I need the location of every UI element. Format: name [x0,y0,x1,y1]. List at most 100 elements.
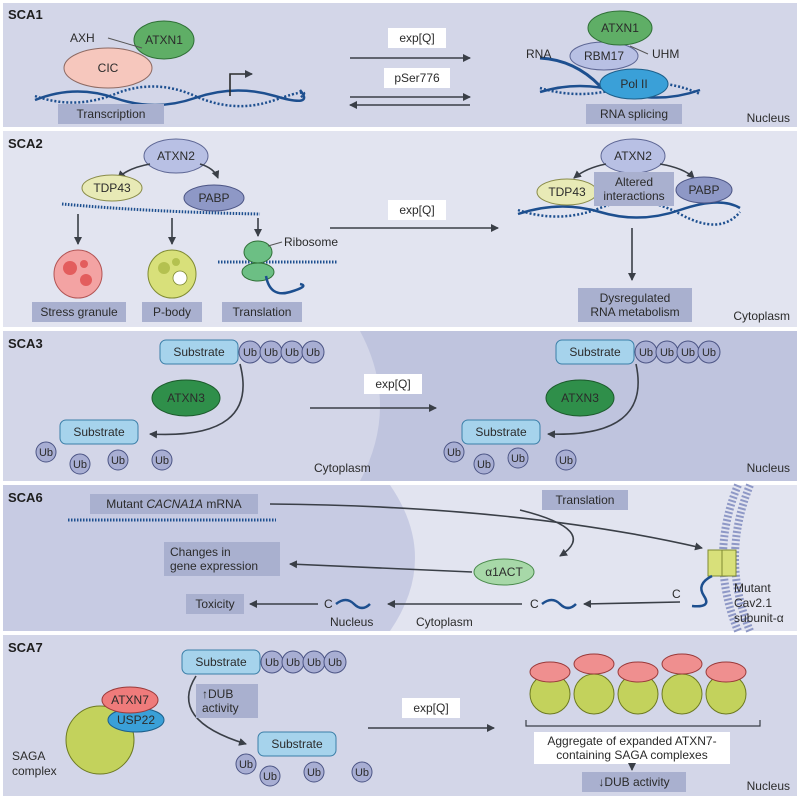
mutant-cav21-line1: Mutant [734,581,771,595]
cic-protein [63,47,153,89]
cell-membrane [719,483,754,633]
membrane-bilayer-outer [719,483,742,633]
region-label-nucleus-sca6: Nucleus [330,615,373,629]
a1act-label: α1ACT [485,565,523,579]
ub-label: Ub [639,347,653,359]
ub-circle [303,761,325,783]
exp-q-label-sca3: exp[Q] [375,377,410,391]
substrate-label-sca7-bottom: Substrate [271,737,323,751]
panel-title-sca1: SCA1 [8,7,43,22]
tdp43-protein-left [81,174,143,202]
aggregate-line2: containing SAGA complexes [556,748,707,762]
pabp-protein-right [675,176,733,204]
substrate-label-sca7-top: Substrate [195,655,247,669]
ub-label: Ub [477,459,491,471]
stress-granule-label: Stress granule [40,305,118,319]
translation-label-sca2: Translation [233,305,292,319]
substrate-box-right-top [555,339,635,365]
atxn7-unit [705,661,747,683]
exp-q-box-sca7 [402,698,460,718]
mutant-mrna-label: Mutant CACNA1A mRNA [106,497,241,511]
axh-label: AXH [70,31,95,45]
ub-label: Ub [243,347,257,359]
ub-chain-left: Ub Ub Ub Ub [238,340,325,364]
dysregulated-box [578,288,692,322]
pol2-label: Pol II [620,77,647,91]
c-terminus-label-nucleus: C [324,597,333,611]
ub-label: Ub [355,767,369,779]
substrate-label-right-top: Substrate [569,345,621,359]
ub-circle [107,449,129,471]
tdp43-label-right: TDP43 [548,185,586,199]
c-fragment-cytoplasm [541,598,577,610]
stress-granule-dot [63,261,77,275]
ub-circle [507,447,529,469]
dub-up-box [196,684,258,718]
pol2-protein [599,68,669,100]
a1act-protein [473,558,535,586]
ub-label: Ub [328,657,342,669]
ub-label: Ub [681,347,695,359]
substrate-label-right-bottom: Substrate [475,425,527,439]
sca7-deub-arrow [187,675,247,746]
rna-label-sca1: RNA [526,47,551,61]
atxn1-label-right: ATXN1 [601,21,639,35]
transcription-box [58,104,164,124]
substrate-box-left-bottom [59,419,139,445]
rna-splicing-label: RNA splicing [600,107,668,121]
panel-title-sca7: SCA7 [8,640,43,655]
toxicity-box [186,594,244,614]
saga-unit [661,673,703,715]
exp-q-label-sca1: exp[Q] [399,31,434,45]
exp-q-label-sca7: exp[Q] [413,701,448,715]
transcription-start-arrow [229,70,253,96]
atxn2-to-pabp-arrow-right [659,163,695,179]
atxn2-label-left: ATXN2 [157,149,195,163]
sca3-deub-arrow-right [547,363,639,439]
atxn2-to-tdp43-arrow-right [573,163,607,179]
membrane-bilayer-inner [731,483,754,633]
mrna-strand-sca2 [61,202,261,216]
substrate-box-sca7-top [181,649,261,675]
exp-q-box-sca3 [364,374,422,394]
panel-sca7: SCA7 USP22 ATXN7 SAGA complex Substrate … [3,635,797,796]
toxicity-label: Toxicity [195,597,234,611]
panel-title-sca2: SCA2 [8,136,43,151]
p-body-dot [172,270,188,286]
atxn3-protein-right [545,379,615,417]
panel-sca6: SCA6 Mutant Cav2.1 subunit-α Mutant CACN… [3,483,797,633]
ub-chain-right: Ub Ub Ub Ub [634,340,721,364]
mutant-mrna-box [90,494,258,514]
ub-circle [555,449,577,471]
transcription-label: Transcription [77,107,146,121]
ub-label: Ub [111,455,125,467]
atxn7-unit [661,653,703,675]
exp-q-label-sca2: exp[Q] [399,203,434,217]
dub-up-line1: ↑DUB [202,687,233,701]
ub-label: Ub [263,771,277,783]
translation-box-sca6 [542,490,628,510]
cic-label: CIC [98,61,119,75]
uhm-label: UHM [652,47,679,61]
translation-label-sca6: Translation [556,493,615,507]
ribosome-label: Ribosome [284,235,338,249]
rna-splicing-box [586,104,682,124]
atxn7-unit [617,661,659,683]
atxn2-protein-left [143,138,209,174]
atxn3-protein-left [151,379,221,417]
atxn7-unit [529,661,571,683]
gene-expression-line2: gene expression [170,559,258,573]
exp-q-box-sca1 [388,28,446,48]
free-ub-left: Ub Ub Ub Ub [35,441,173,475]
ub-label: Ub [307,767,321,779]
atxn2-label-right: ATXN2 [614,149,652,163]
ub-circle [259,765,281,787]
a1act-to-gene-expression-arrow [289,560,473,573]
aggregate-bracket [525,720,761,727]
dub-down-box [582,772,686,792]
mutant-cav21-line2: Cav2.1 [734,596,772,610]
saga-complex-line2: complex [12,764,57,778]
ub-circle [69,453,91,475]
free-ub-sca7: Ub Ub Ub Ub [235,753,373,787]
